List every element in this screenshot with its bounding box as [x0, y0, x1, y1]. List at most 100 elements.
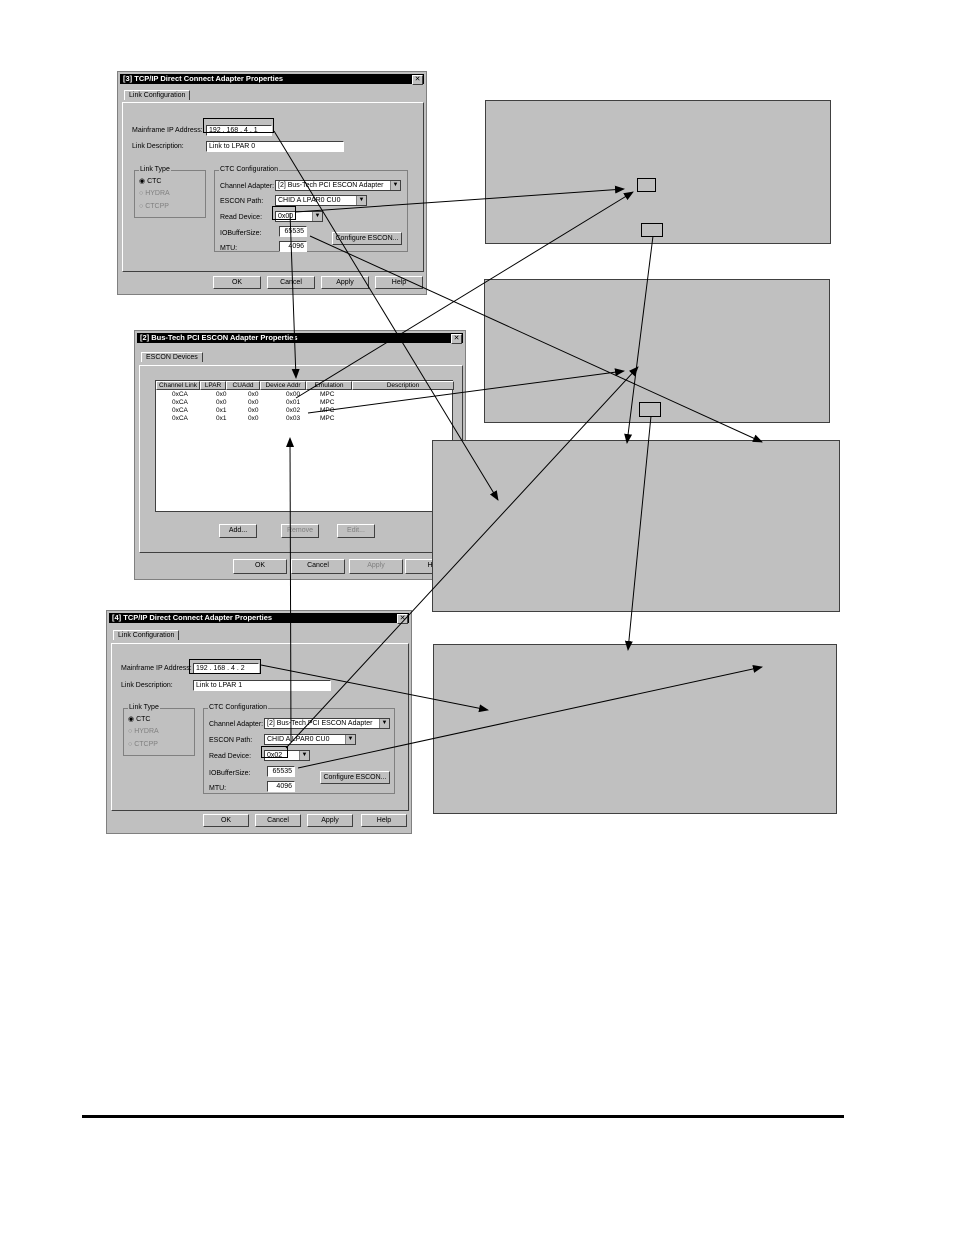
iobuffer-field[interactable]: 65535	[267, 766, 295, 777]
tab-link-configuration[interactable]: Link Configuration	[124, 90, 191, 100]
radio-empty-icon: ○	[139, 203, 144, 210]
chevron-down-icon: ▼	[345, 735, 355, 744]
radio-ctcpp[interactable]: ○ CTCPP	[139, 203, 169, 210]
column-header[interactable]: Channel Link	[156, 381, 200, 390]
radio-ctc[interactable]: ◉ CTC	[139, 178, 162, 185]
ok-button[interactable]: OK	[233, 559, 287, 574]
highlight-ip-1	[203, 118, 274, 133]
radio-empty-icon: ○	[128, 741, 133, 748]
chevron-down-icon: ▼	[379, 719, 389, 728]
chevron-down-icon: ▼	[312, 212, 322, 221]
link-description-field[interactable]: Link to LPAR 1	[193, 680, 331, 691]
dialog-title: [4] TCP/IP Direct Connect Adapter Proper…	[109, 613, 409, 623]
apply-button[interactable]: Apply	[307, 814, 353, 827]
channel-adapter-label: Channel Adapter:	[220, 183, 275, 190]
cancel-button[interactable]: Cancel	[267, 276, 315, 289]
escon-devices-list[interactable]: Channel Link LPAR CUAdd Device Addr Emul…	[155, 380, 454, 512]
iobuffer-label: IOBufferSize:	[220, 230, 262, 237]
iobuffer-label: IOBufferSize:	[209, 770, 251, 777]
column-header[interactable]: Device Addr	[260, 381, 306, 390]
close-icon[interactable]: ✕	[451, 334, 462, 344]
ok-button[interactable]: OK	[203, 814, 249, 827]
small-marker	[641, 223, 663, 237]
iobuffer-field[interactable]: 65535	[279, 226, 307, 237]
configure-escon-button[interactable]: Configure ESCON...	[320, 771, 390, 784]
radio-ctc[interactable]: ◉ CTC	[128, 716, 151, 723]
radio-empty-icon: ○	[128, 728, 133, 735]
ctc-configuration-group: CTC Configuration	[214, 166, 408, 252]
close-icon[interactable]: ✕	[397, 614, 408, 624]
ctc-configuration-group: CTC Configuration	[203, 704, 395, 794]
radio-hydra[interactable]: ○ HYDRA	[139, 190, 170, 197]
highlight-ip-2	[189, 659, 261, 674]
arrow	[273, 130, 499, 501]
mtu-field[interactable]: 4096	[279, 241, 307, 252]
column-header[interactable]: Description	[352, 381, 454, 390]
apply-button[interactable]: Apply	[321, 276, 369, 289]
arrow	[309, 235, 763, 443]
column-header[interactable]: LPAR	[200, 381, 226, 390]
dialog-title: [3] TCP/IP Direct Connect Adapter Proper…	[120, 74, 424, 84]
tab-escon-devices[interactable]: ESCON Devices	[141, 352, 203, 362]
escon-path-select[interactable]: CHID A LPAR0 CU0▼	[275, 195, 367, 206]
cancel-button[interactable]: Cancel	[255, 814, 301, 827]
add-button[interactable]: Add...	[219, 524, 257, 538]
small-marker	[637, 178, 656, 192]
read-device-label: Read Device:	[220, 214, 263, 221]
column-header[interactable]: Emulation	[306, 381, 352, 390]
close-icon[interactable]: ✕	[412, 75, 423, 85]
radio-ctcpp[interactable]: ○ CTCPP	[128, 741, 158, 748]
radio-empty-icon: ○	[139, 190, 144, 197]
link-description-field[interactable]: Link to LPAR 0	[206, 141, 344, 152]
arrow	[286, 437, 295, 743]
escon-path-select[interactable]: CHID A LPAR0 CU0▼	[264, 734, 356, 745]
ip-label: Mainframe IP Address:	[121, 665, 192, 672]
desc-label: Link Description:	[132, 143, 184, 150]
arrow	[624, 235, 654, 444]
channel-adapter-select[interactable]: [2] Bus-Tech PCI ESCON Adapter▼	[264, 718, 390, 729]
highlight-read-device-2	[261, 746, 288, 758]
arrow	[624, 415, 652, 651]
radio-hydra[interactable]: ○ HYDRA	[128, 728, 159, 735]
apply-button[interactable]: Apply	[349, 559, 403, 574]
chevron-down-icon: ▼	[356, 196, 366, 205]
arrow	[295, 191, 634, 399]
dialog-lpar0: [3] TCP/IP Direct Connect Adapter Proper…	[117, 71, 427, 295]
arrow	[260, 664, 489, 713]
ip-label: Mainframe IP Address:	[132, 127, 203, 134]
tab-panel	[111, 643, 409, 811]
callout-box-2	[484, 279, 830, 423]
mtu-label: MTU:	[209, 785, 227, 792]
arrow	[285, 366, 639, 749]
mtu-field[interactable]: 4096	[267, 781, 295, 792]
callout-box-4	[433, 644, 837, 814]
callout-box-1	[485, 100, 831, 244]
tab-panel	[122, 102, 424, 272]
radio-selected-icon: ◉	[128, 716, 135, 723]
chevron-down-icon: ▼	[299, 751, 309, 760]
ip-address-field[interactable]: 192 . 168 . 4 . 1	[206, 125, 272, 136]
small-marker	[639, 402, 661, 417]
dialog-title: [2] Bus-Tech PCI ESCON Adapter Propertie…	[137, 333, 463, 343]
help-button[interactable]: Help	[361, 814, 407, 827]
link-type-group: Link Type ◉ CTC ○ HYDRA ○ CTCPP	[123, 704, 195, 756]
ok-button[interactable]: OK	[213, 276, 261, 289]
edit-button[interactable]: Edit...	[337, 524, 375, 538]
column-header[interactable]: CUAdd	[226, 381, 260, 390]
mtu-label: MTU:	[220, 245, 238, 252]
arrow	[307, 368, 625, 414]
channel-adapter-select[interactable]: [2] Bus-Tech PCI ESCON Adapter▼	[275, 180, 401, 191]
chevron-down-icon: ▼	[390, 181, 400, 190]
cancel-button[interactable]: Cancel	[291, 559, 345, 574]
radio-selected-icon: ◉	[139, 178, 146, 185]
dialog-escon-adapter: [2] Bus-Tech PCI ESCON Adapter Propertie…	[134, 330, 466, 580]
tab-link-configuration[interactable]: Link Configuration	[113, 630, 180, 640]
configure-escon-button[interactable]: Configure ESCON...	[332, 232, 402, 245]
desc-label: Link Description:	[121, 682, 173, 689]
highlight-read-device-1	[272, 206, 296, 220]
link-type-group: Link Type ◉ CTC ○ HYDRA ○ CTCPP	[134, 166, 206, 218]
footer-rule	[82, 1115, 844, 1118]
channel-adapter-label: Channel Adapter:	[209, 721, 264, 728]
dialog-lpar1: [4] TCP/IP Direct Connect Adapter Proper…	[106, 610, 412, 834]
